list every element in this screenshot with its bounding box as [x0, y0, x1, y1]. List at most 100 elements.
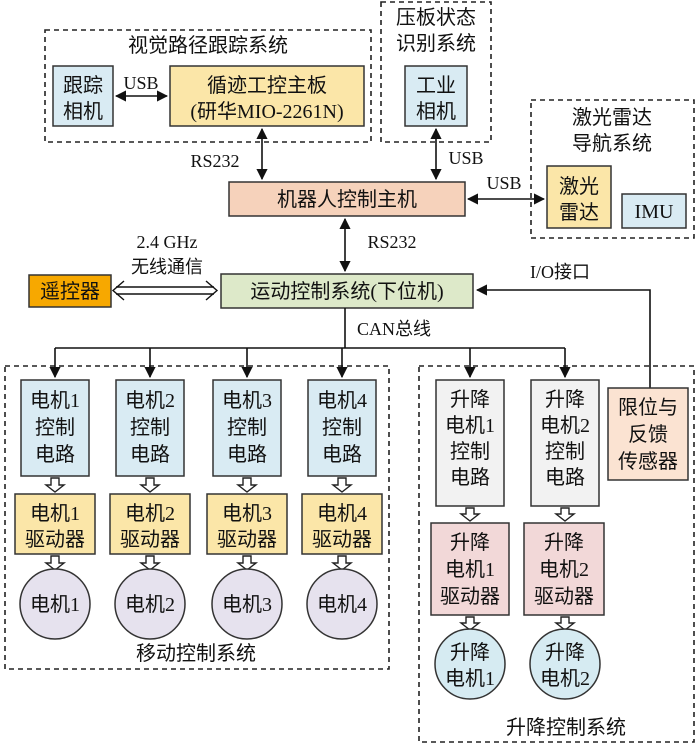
io-interface-label: I/O接口 — [530, 262, 590, 282]
limit-sensor-node: 限位与 反馈 传感器 — [607, 387, 689, 481]
lift-motor1-control-line1: 升降 — [450, 388, 490, 411]
motor3-control-line1: 电机3 — [222, 389, 272, 412]
pressure-title-line1: 压板状态 — [396, 6, 476, 29]
motor1-driver-box — [14, 493, 96, 555]
lift-motor2-driver-line1: 升降 — [544, 531, 584, 554]
imu-box — [621, 193, 687, 229]
motor4-column: 电机4 控制 电路 电机4 驱动器 电机4 — [301, 379, 383, 640]
wireless-label-line1: 2.4 GHz — [137, 232, 198, 252]
motion-box — [220, 273, 474, 309]
lift-motor1-control-line4: 电路 — [450, 466, 490, 489]
motor4-circle — [306, 568, 378, 640]
industrial-camera-line2: 相机 — [416, 100, 456, 123]
host-box — [228, 181, 466, 217]
host-label: 机器人控制主机 — [277, 188, 417, 211]
track-camera-line1: 跟踪 — [63, 74, 103, 97]
laser-title-line2: 导航系统 — [572, 132, 652, 155]
lift-motor2-circle — [529, 628, 601, 700]
laser-radar-node: 激光 雷达 — [546, 165, 612, 229]
lift-motor1-line1: 升降 — [450, 641, 490, 664]
motor4-driver-line1: 电机4 — [317, 502, 367, 525]
lift-motor2-control-line2: 电机2 — [540, 414, 590, 437]
lift-motor2-line1: 升降 — [545, 641, 585, 664]
motor1-circle — [19, 568, 91, 640]
motor3-control-line3: 电路 — [227, 443, 267, 466]
mobile-control-group — [4, 365, 390, 670]
motor4-driver-box — [301, 493, 383, 555]
motor2-label: 电机2 — [125, 593, 175, 616]
main-board-line2: (研华MIO-2261N) — [190, 100, 343, 123]
wireless-link — [111, 280, 219, 301]
lift-motor1-driver-box — [430, 522, 510, 616]
usb-laser-label: USB — [486, 173, 521, 193]
motor2-control-box — [115, 379, 185, 477]
lift-motor2-control-line3: 控制 — [545, 440, 585, 463]
motor3-column: 电机3 控制 电路 电机3 驱动器 电机3 — [206, 379, 288, 640]
lift-motor1-line2: 电机1 — [445, 667, 495, 690]
motor1-control-line2: 控制 — [35, 416, 75, 439]
visual-tracking-title: 视觉路径跟踪系统 — [128, 34, 288, 57]
laser-title-line1: 激光雷达 — [572, 106, 652, 129]
laser-radar-box — [546, 165, 612, 229]
industrial-camera-line1: 工业 — [416, 74, 456, 97]
motor4-label: 电机4 — [317, 593, 367, 616]
industrial-camera-node: 工业 相机 — [404, 65, 468, 127]
motor2-control-line3: 电路 — [130, 443, 170, 466]
lift-motor1-control-line2: 电机1 — [445, 414, 495, 437]
rs232-board-label: RS232 — [190, 151, 239, 171]
lift-motor1-control-box — [435, 379, 505, 507]
motor3-driver-line2: 驱动器 — [217, 528, 277, 551]
rs232-motion-label: RS232 — [367, 232, 416, 252]
limit-sensor-line3: 传感器 — [618, 450, 678, 473]
imu-node: IMU — [621, 193, 687, 229]
motor1-control-line1: 电机1 — [30, 389, 80, 412]
can-bus-label: CAN总线 — [357, 319, 431, 339]
motor3-control-box — [212, 379, 282, 477]
motor3-control-line2: 控制 — [227, 416, 267, 439]
imu-label: IMU — [635, 201, 674, 223]
remote-node: 遥控器 — [28, 274, 112, 308]
mobile-control-title: 移动控制系统 — [136, 642, 256, 665]
motor1-control-line3: 电路 — [35, 443, 75, 466]
track-camera-box — [52, 65, 114, 127]
laser-radar-line1: 激光 — [559, 175, 599, 198]
lift-motor1-control-line3: 控制 — [450, 440, 490, 463]
lift-motor2-column: 升降 电机2 控制 电路 升降 电机2 驱动器 升降 电机2 — [523, 379, 605, 700]
usb-camera-label: USB — [123, 73, 158, 93]
lift-motor2-control-box — [530, 379, 600, 507]
main-board-line1: 循迹工控主板 — [207, 74, 327, 97]
motor2-control-line1: 电机2 — [125, 389, 175, 412]
motor2-column: 电机2 控制 电路 电机2 驱动器 电机2 — [109, 379, 191, 640]
limit-sensor-line2: 反馈 — [628, 423, 668, 446]
lift-control-title: 升降控制系统 — [506, 716, 626, 739]
lift-motor1-circle — [434, 628, 506, 700]
wireless-label-line2: 无线通信 — [131, 257, 203, 277]
main-board-node: 循迹工控主板 (研华MIO-2261N) — [169, 65, 365, 127]
motor2-control-line2: 控制 — [130, 416, 170, 439]
lift-motor2-driver-line3: 驱动器 — [534, 585, 594, 608]
lift-motor1-driver-line1: 升降 — [450, 531, 490, 554]
limit-sensor-line1: 限位与 — [618, 396, 678, 419]
motor3-label: 电机3 — [222, 593, 272, 616]
motor3-circle — [211, 568, 283, 640]
motion-label: 运动控制系统(下位机) — [250, 280, 443, 303]
lift-motor1-driver-line3: 驱动器 — [440, 585, 500, 608]
motor4-control-line3: 电路 — [322, 443, 362, 466]
host-node: 机器人控制主机 — [228, 181, 466, 217]
visual-tracking-group — [44, 29, 372, 143]
industrial-camera-box — [404, 65, 468, 127]
motor1-column: 电机1 控制 电路 电机1 驱动器 电机1 — [14, 379, 96, 640]
motor1-driver-line2: 驱动器 — [25, 528, 85, 551]
motor3-driver-box — [206, 493, 288, 555]
motor4-control-box — [307, 379, 377, 477]
lift-motor1-column: 升降 电机1 控制 电路 升降 电机1 驱动器 升降 电机1 — [430, 379, 510, 700]
lift-motor2-driver-line2: 电机2 — [539, 558, 589, 581]
motor1-label: 电机1 — [30, 593, 80, 616]
can-bus — [49, 308, 571, 379]
laser-navigation-group — [530, 99, 695, 239]
motor4-control-line2: 控制 — [322, 416, 362, 439]
motor3-driver-line1: 电机3 — [222, 502, 272, 525]
remote-label: 遥控器 — [40, 280, 100, 303]
